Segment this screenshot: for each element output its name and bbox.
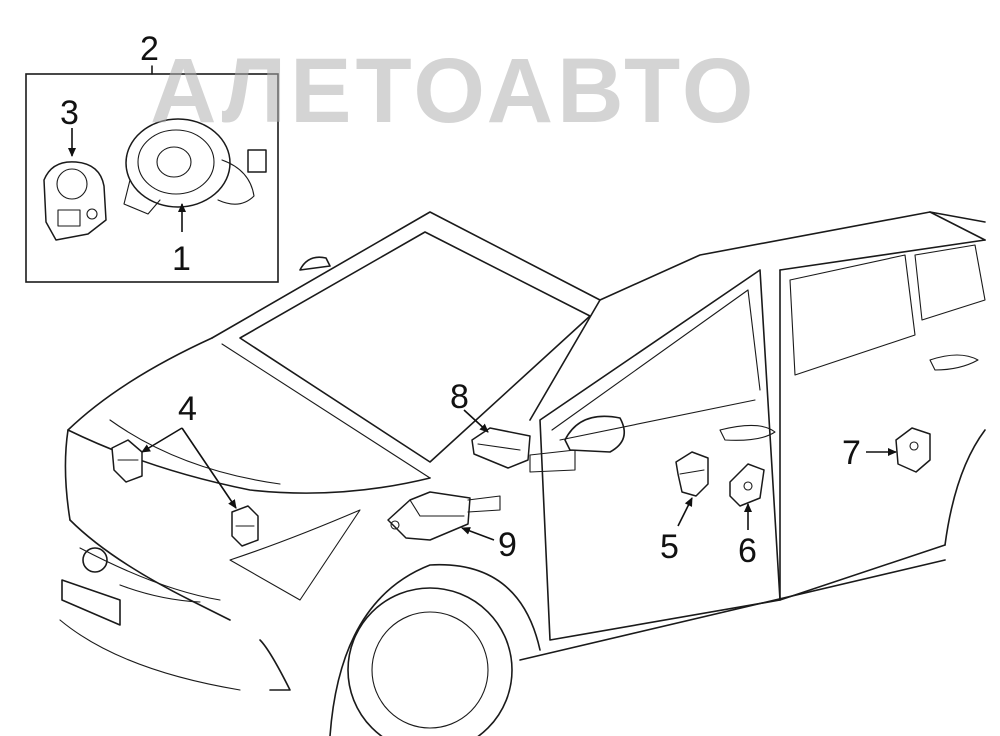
leader-lines xyxy=(68,128,897,541)
clock-spring xyxy=(123,118,267,215)
airbag-module-8 xyxy=(471,427,531,469)
callout-1: 1 xyxy=(172,240,191,278)
airbag-sensor-9 xyxy=(387,491,501,541)
rear-sensor-7 xyxy=(895,427,931,473)
callout-7: 7 xyxy=(842,434,861,472)
callout-3: 3 xyxy=(60,94,79,132)
car-outline xyxy=(59,211,986,736)
callout-5: 5 xyxy=(660,528,679,566)
callout-8: 8 xyxy=(450,378,469,416)
watermark-logo: АЛЕТОАВТО xyxy=(150,40,758,142)
front-sensor-upper xyxy=(111,439,143,483)
front-sensor-lower xyxy=(231,505,259,547)
callout-2: 2 xyxy=(140,30,159,68)
side-sensor-5 xyxy=(675,451,709,497)
side-sensor-6 xyxy=(729,463,765,507)
callout-6: 6 xyxy=(738,532,757,570)
callout-9: 9 xyxy=(498,526,517,564)
steering-angle-sensor xyxy=(43,161,107,241)
callout-4: 4 xyxy=(178,390,197,428)
inset-box xyxy=(25,65,279,283)
